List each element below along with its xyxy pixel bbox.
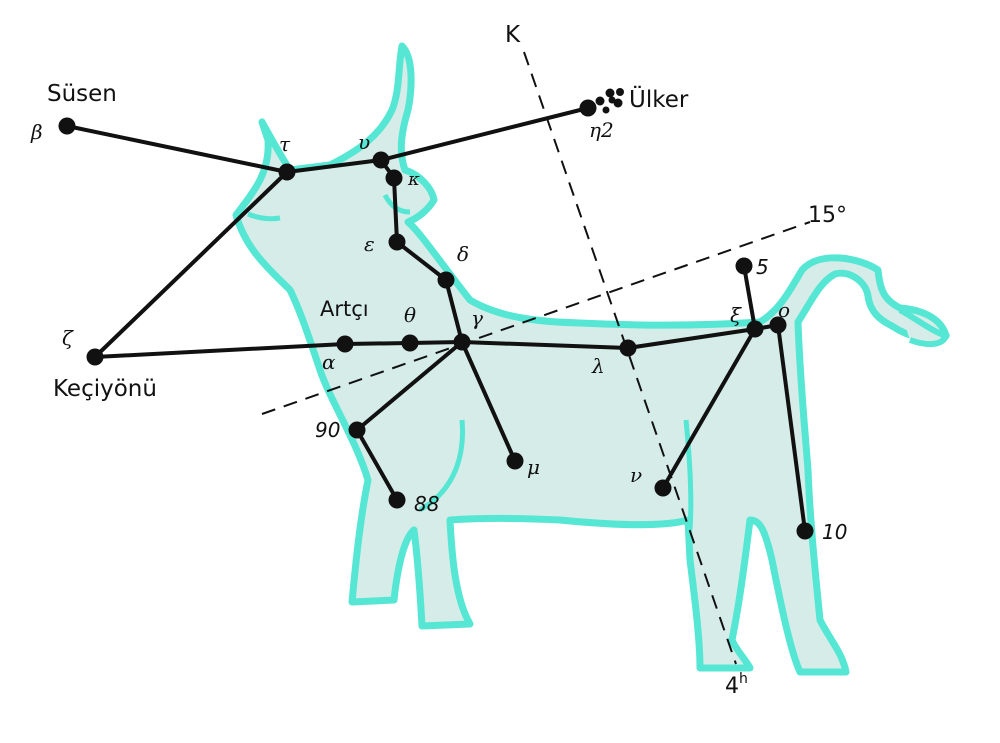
label-90: 90 [315,418,340,442]
star-theta [401,334,419,352]
label-beta: β [30,120,43,144]
star-upsilon [372,151,390,169]
bull-mouth-line [247,211,281,222]
label-zeta: ζ [62,326,74,350]
label-artci: Artçı [320,297,369,321]
label-alpha: α [322,350,336,374]
label-10: 10 [822,520,847,544]
star-10 [796,522,814,540]
bull-body [232,42,950,676]
line-theta-gamma [408,340,464,345]
label-4h: 4h [725,671,748,699]
line-omicron-10 [776,323,807,533]
label-omicron: ο [778,298,790,322]
label-88: 88 [414,492,439,516]
ecliptic-guide-line [261,221,811,415]
named-labels: Süsen Ülker Keçiyönü Artçı K 15° 4h [47,22,847,699]
label-5: 5 [756,255,769,279]
star-mu [506,452,524,470]
star-lambda [619,339,637,357]
constellation-lines [65,106,807,533]
line-epsilon-delta [395,240,448,282]
line-90-88 [355,428,399,502]
star-nu [654,479,672,497]
line-alpha-theta [343,341,412,346]
label-nu: ν [630,463,642,487]
bull-silhouette [232,42,950,676]
stars [58,99,814,540]
label-gamma: γ [471,306,483,330]
line-xi-nu [661,327,757,490]
bull-leg-crease [418,419,465,513]
star-xi [746,320,764,338]
line-delta-gamma [444,278,464,344]
label-delta: δ [457,242,469,266]
star-88 [388,491,406,509]
line-beta-tau [65,124,289,174]
label-lambda: λ [591,354,605,378]
label-xi: ξ [730,303,742,327]
line-gamma-90 [355,340,464,432]
label-upsilon: υ [358,130,370,154]
star-omicron [769,316,787,334]
meridian-4h-guide-line [523,51,737,665]
star-eta2 [579,99,597,117]
label-mu: μ [527,455,540,479]
line-xi-5 [742,264,757,331]
label-theta: θ [404,303,416,327]
pleiades-cluster-icon [595,88,624,114]
label-keciyonu: Keçiyönü [53,376,157,402]
star-labels: β τ υ κ ε δ η2 γ θ α ζ λ ξ ο 5 ν 10 μ 90… [30,118,847,544]
bull-hind-crease [683,419,694,531]
star-tau [278,163,296,181]
line-tau-zeta [93,170,289,359]
star-5 [735,257,753,275]
label-epsilon: ε [364,232,375,256]
star-beta [58,117,76,135]
line-lambda-xi [626,327,757,350]
label-k-axis: K [505,22,521,48]
line-kappa-epsilon [392,176,399,244]
line-upsilon-eta2 [379,106,590,162]
label-susen: Süsen [47,81,117,107]
star-epsilon [388,233,406,251]
label-15deg: 15° [808,203,847,228]
line-gamma-mu [460,340,517,463]
star-kappa [385,169,403,187]
label-eta2: η2 [589,118,614,142]
line-zeta-alpha [93,342,347,359]
bull-tail-tip [898,307,950,348]
label-kappa: κ [407,169,420,190]
star-90 [348,421,366,439]
label-tau: τ [279,132,291,156]
guide-lines [261,51,811,665]
line-tau-upsilon [285,158,383,174]
star-alpha [336,335,354,353]
star-delta [437,271,455,289]
label-ulker: Ülker [629,85,689,113]
star-gamma [453,333,471,351]
line-gamma-lambda [460,340,630,350]
star-zeta [86,348,104,366]
